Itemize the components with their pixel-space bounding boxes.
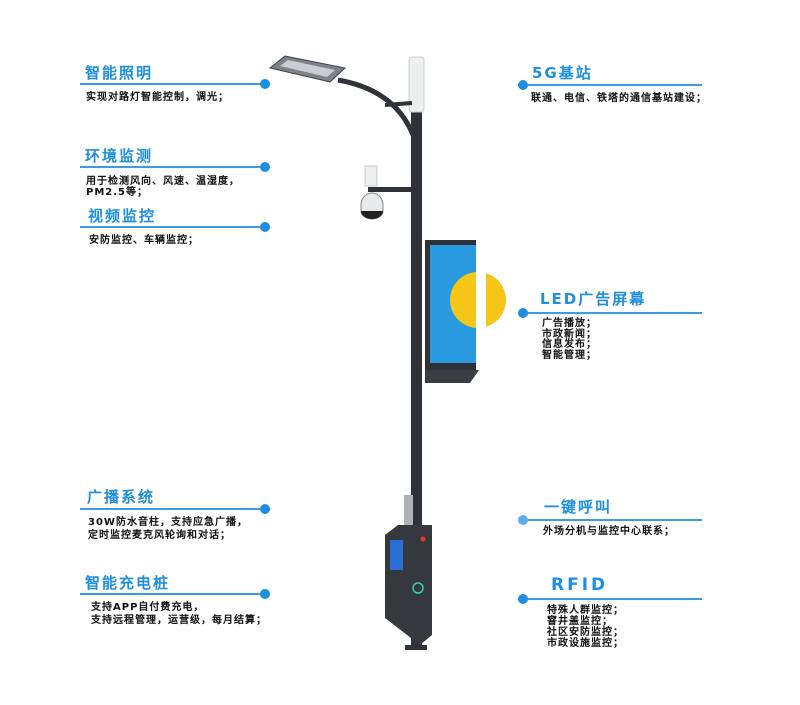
dot-marker: [260, 222, 270, 232]
dot-marker: [518, 80, 528, 90]
speaker: [404, 495, 413, 525]
desc-line: 广告播放；: [542, 318, 597, 329]
desc-line: 信息发布；: [542, 339, 597, 350]
divider: [522, 598, 702, 600]
divider: [80, 508, 265, 510]
feature-title: 广播系统: [87, 488, 156, 506]
feature-title: 环境监测: [85, 147, 154, 165]
dot-marker: [518, 308, 528, 318]
divider: [522, 84, 702, 86]
desc-line: 市政设施监控；: [547, 638, 624, 649]
lamp-arm: [337, 77, 416, 136]
feature-desc: 30W防水音柱，支持应急广播， 定时监控麦克风轮询和对话；: [88, 516, 248, 542]
divider: [522, 312, 702, 314]
desc-line: 支持远程管理，运营级，每月结算；: [91, 615, 267, 626]
pole: [411, 110, 422, 650]
5g-antenna: [408, 56, 425, 113]
divider: [80, 83, 265, 85]
desc-line: 市政新闻；: [542, 328, 597, 340]
feature-desc: 实现对路灯智能控制，调光；: [86, 92, 229, 103]
feature-desc: 联通、电信、铁塔的通信基站建设；: [531, 93, 707, 104]
charger-screen: [390, 540, 403, 570]
desc-line: 用于检测风向、风速、温湿度，: [86, 176, 240, 187]
desc-line: 智能管理；: [542, 349, 597, 361]
feature-title: 智能充电桩: [85, 574, 171, 592]
feature-title: 一键呼叫: [544, 498, 613, 516]
desc-line: 实现对路灯智能控制，调光；: [86, 92, 229, 103]
feature-title: 智能照明: [85, 64, 154, 82]
dot-marker: [518, 594, 528, 604]
desc-line: 定时监控麦克风轮询和对话；: [88, 530, 231, 541]
dot-marker: [260, 504, 270, 514]
feature-title: 5G基站: [532, 64, 593, 82]
divider: [80, 166, 265, 168]
desc-line: 支持APP自付费充电，: [91, 602, 205, 613]
feature-desc: 特殊人群监控；窨井盖监控；社区安防监控；市政设施监控；: [547, 605, 624, 649]
desc-line: 窨井盖监控；: [547, 616, 613, 627]
dot-marker: [260, 589, 270, 599]
desc-line: 社区安防监控；: [547, 627, 624, 638]
divider: [80, 226, 265, 228]
desc-line: PM2.5等；: [86, 187, 148, 198]
desc-line: 特殊人群监控；: [547, 605, 624, 616]
feature-desc: 用于检测风向、风速、温湿度，PM2.5等；: [86, 176, 240, 198]
dot-marker: [260, 162, 270, 172]
desc-line: 外场分机与监控中心联系；: [543, 526, 675, 537]
dot-marker: [260, 79, 270, 89]
feature-title: 视频监控: [88, 207, 157, 225]
feature-desc: 广告播放；市政新闻；信息发布；智能管理；: [542, 318, 597, 361]
desc-line: 30W防水音柱，支持应急广播，: [88, 517, 248, 528]
desc-line: 联通、电信、铁塔的通信基站建设；: [531, 93, 707, 104]
feature-title: RFID: [551, 575, 609, 595]
weather-sensor: [364, 165, 378, 187]
dot-marker: [518, 515, 528, 525]
feature-title: LED广告屏幕: [540, 290, 647, 308]
feature-desc: 支持APP自付费充电， 支持远程管理，运营级，每月结算；: [91, 601, 267, 627]
divider: [522, 519, 702, 521]
desc-line: 安防监控、车辆监控；: [89, 235, 199, 246]
feature-desc: 外场分机与监控中心联系；: [543, 526, 675, 537]
feature-desc: 安防监控、车辆监控；: [89, 235, 199, 246]
divider: [80, 593, 265, 595]
